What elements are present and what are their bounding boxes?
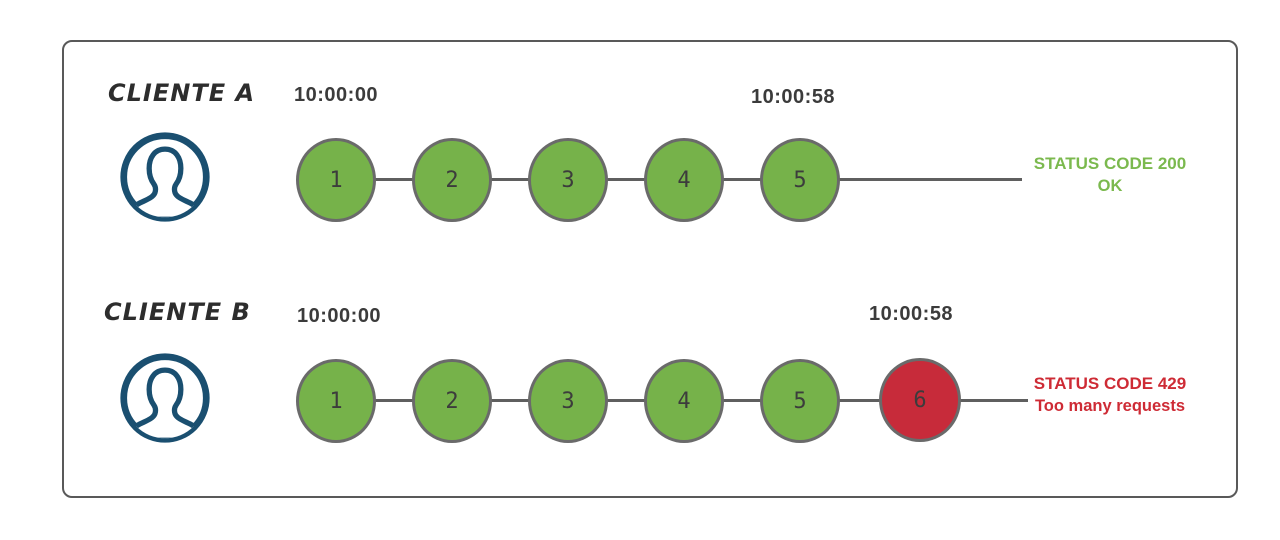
row-b-start-timestamp: 10:00:00 [297, 305, 382, 327]
request-number: 6 [913, 387, 927, 413]
request-number: 3 [561, 167, 575, 193]
request-node: 3 [528, 138, 608, 222]
request-node: 2 [412, 138, 492, 222]
request-node: 3 [528, 359, 608, 443]
row-a-end-timestamp: 10:00:58 [751, 86, 836, 108]
row-a-status-text: STATUS CODE 200 OK [1025, 152, 1195, 198]
diagram-frame [62, 40, 1238, 498]
request-number: 2 [445, 388, 459, 414]
request-number: 1 [329, 388, 343, 414]
user-avatar-icon [120, 353, 210, 443]
request-number: 3 [561, 388, 575, 414]
request-node: 1 [296, 359, 376, 443]
request-number: 5 [793, 167, 807, 193]
row-b-end-timestamp: 10:00:58 [869, 303, 954, 325]
request-number: 1 [329, 167, 343, 193]
request-node: 4 [644, 359, 724, 443]
user-avatar-icon [120, 132, 210, 222]
client-a-label: CLIENTE A [108, 79, 256, 107]
request-node: 5 [760, 359, 840, 443]
request-number: 4 [677, 388, 691, 414]
request-node: 2 [412, 359, 492, 443]
row-b-status-text: STATUS CODE 429 Too many requests [1025, 372, 1195, 418]
request-node: 4 [644, 138, 724, 222]
status-detail-line: OK [1097, 177, 1123, 195]
request-node: 5 [760, 138, 840, 222]
status-code-line: STATUS CODE 429 [1033, 374, 1187, 393]
request-node-rate-limited: 6 [879, 358, 961, 442]
request-number: 2 [445, 167, 459, 193]
status-detail-line: Too many requests [1034, 397, 1186, 415]
client-b-label: CLIENTE B [104, 298, 251, 326]
request-number: 5 [793, 388, 807, 414]
row-a-start-timestamp: 10:00:00 [294, 84, 379, 106]
request-node: 1 [296, 138, 376, 222]
request-number: 4 [677, 167, 691, 193]
status-code-line: STATUS CODE 200 [1033, 154, 1187, 173]
